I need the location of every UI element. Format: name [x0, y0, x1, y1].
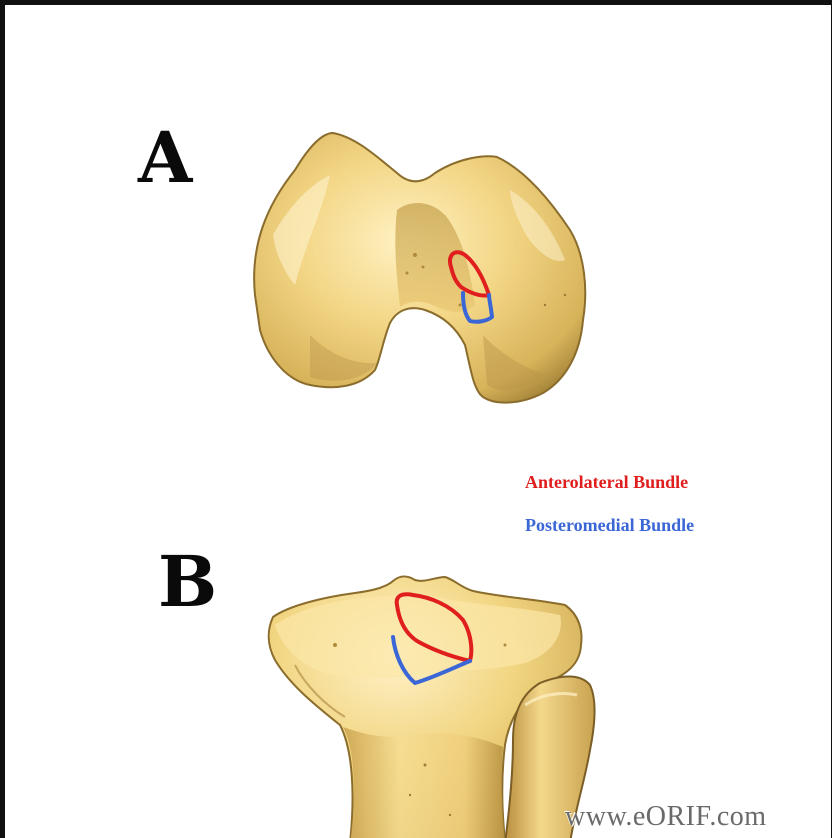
panel-a-label: A: [138, 123, 192, 193]
panel-b-label: B: [158, 547, 217, 617]
legend-posteromedial-bundle: Posteromedial Bundle: [525, 515, 694, 536]
watermark: www.eORIF.com: [565, 801, 767, 833]
legend-anterolateral-bundle: Anterolateral Bundle: [525, 472, 688, 493]
femur-distal-end: [254, 133, 585, 403]
illustration: [5, 5, 832, 838]
